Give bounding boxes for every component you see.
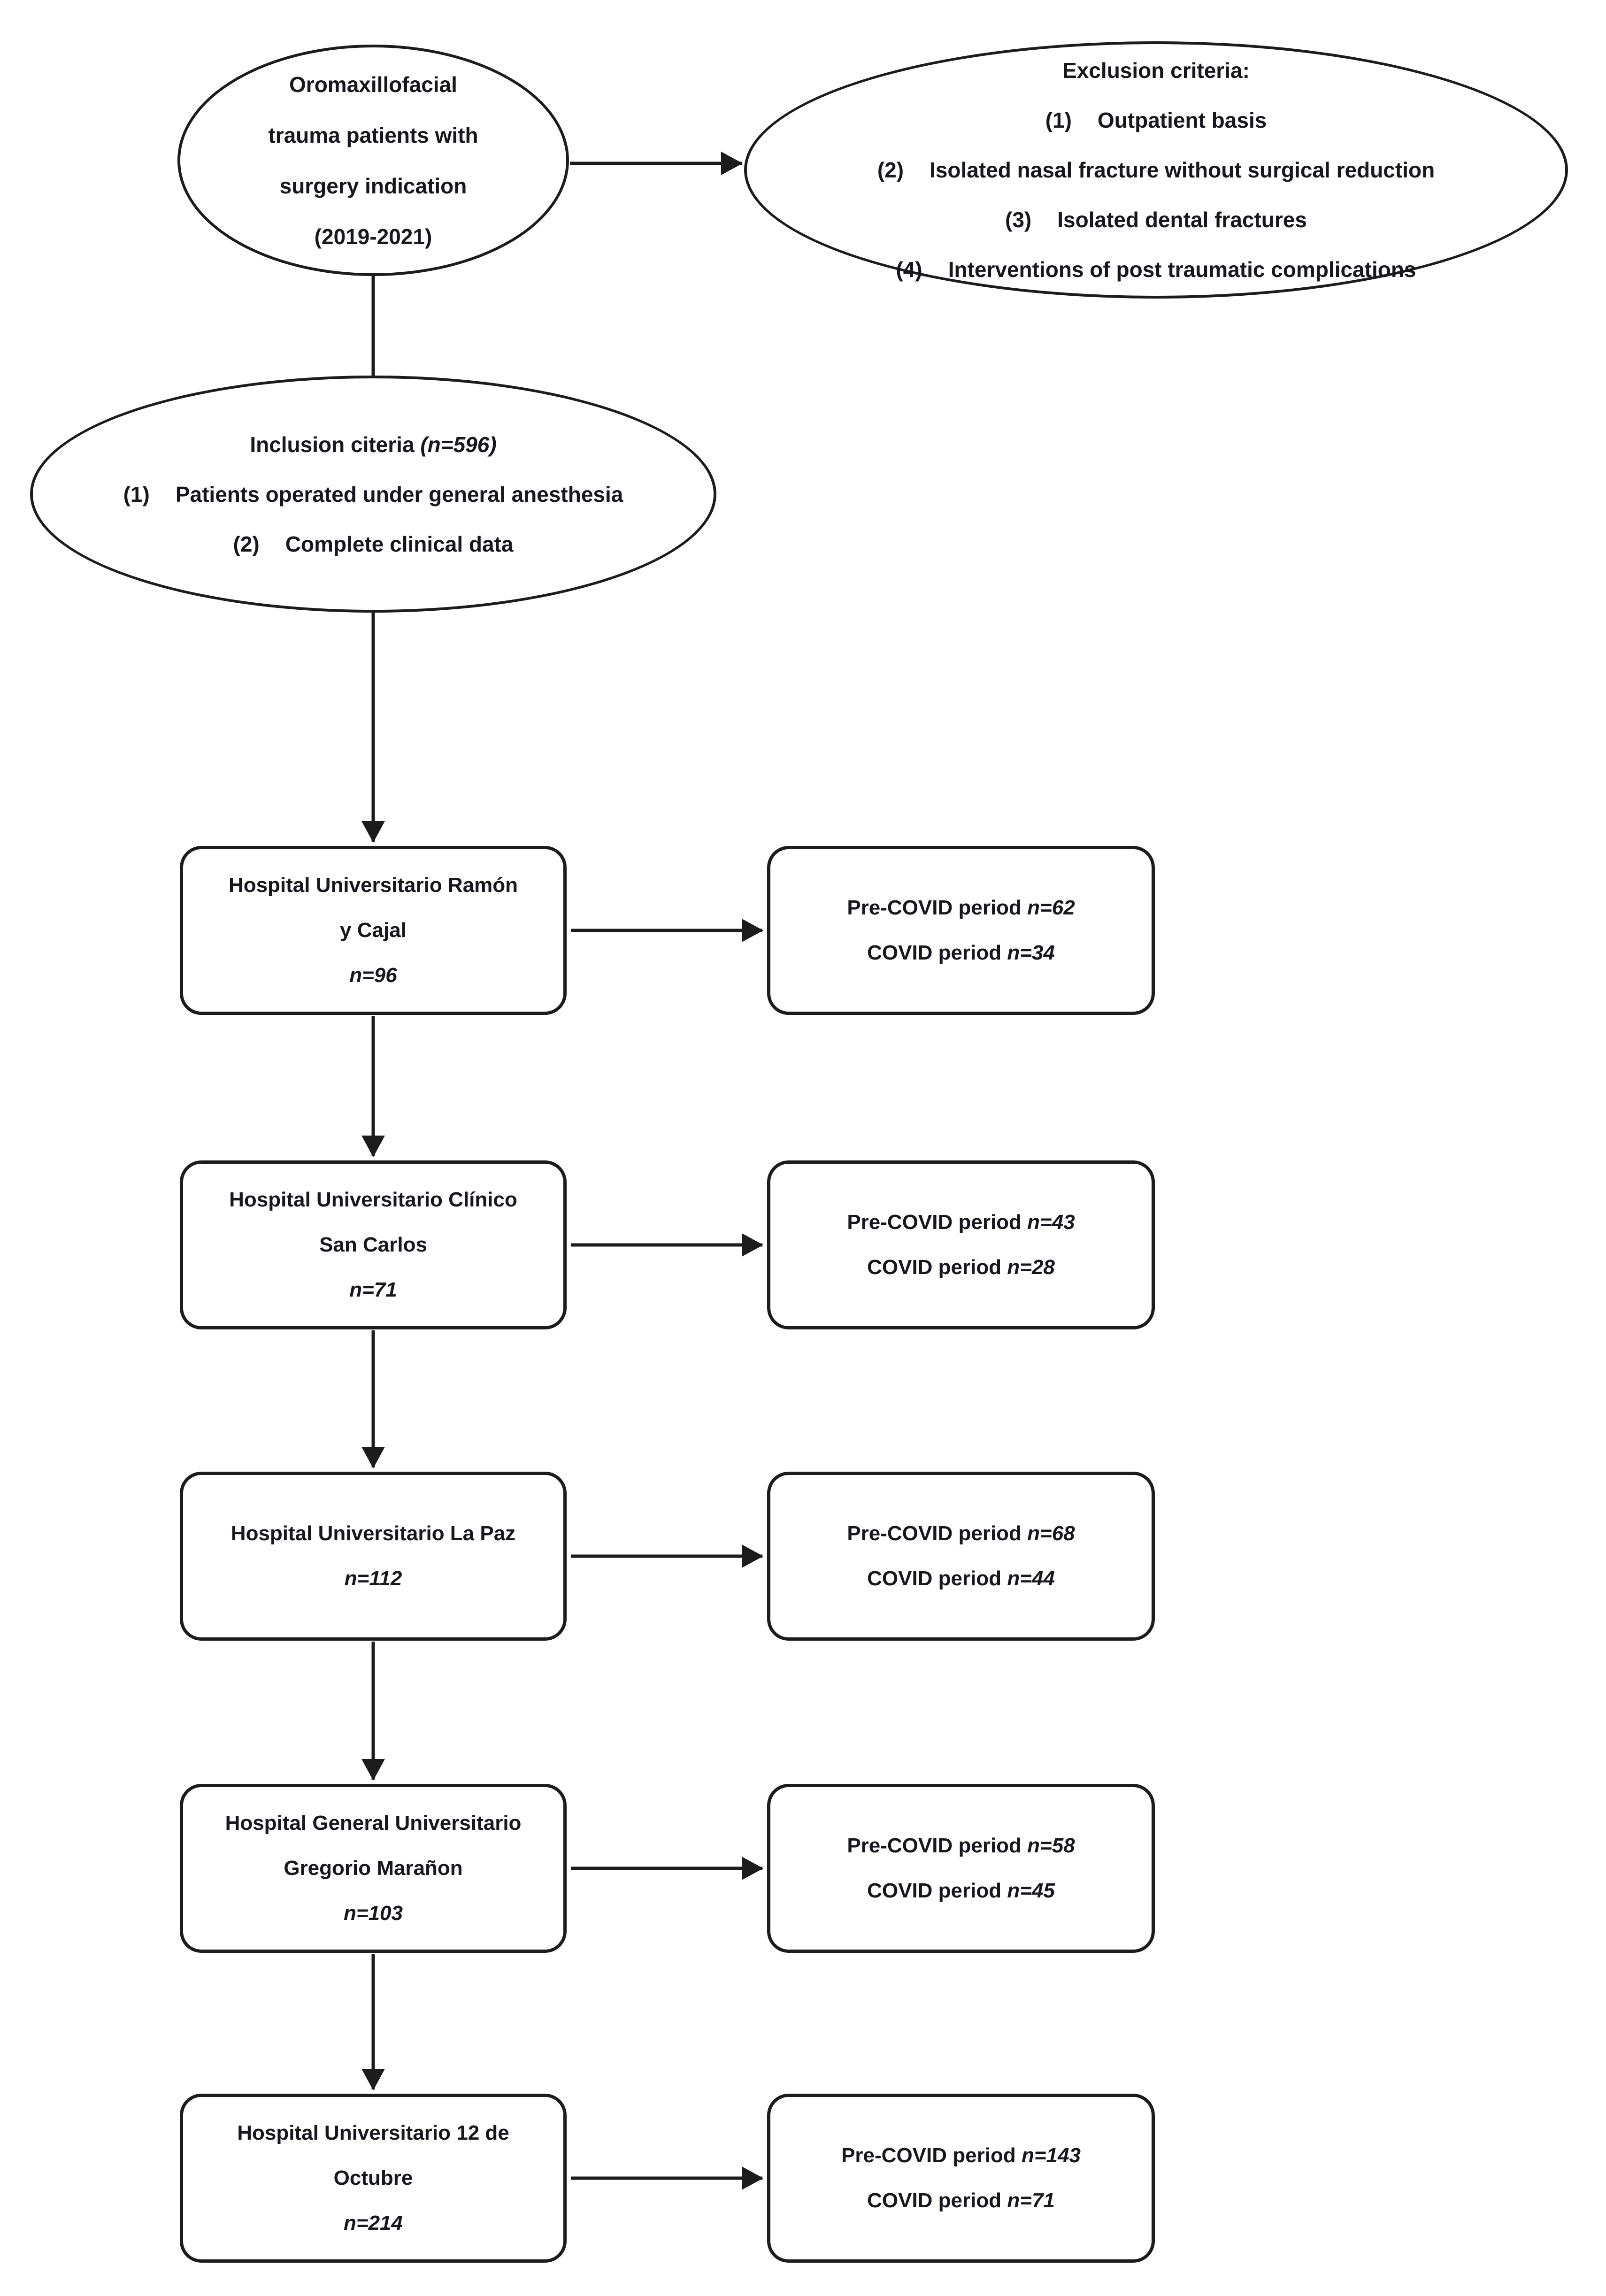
pre-covid-n: n=62: [1027, 896, 1075, 919]
covid-label: COVID period: [867, 1567, 1002, 1590]
inclusion-criteria-title: Inclusion citeria (n=596): [250, 420, 496, 469]
period-box-gregorio-maranon: Pre-COVID period n=58 COVID period n=45: [767, 1784, 1155, 1953]
exclusion-item: (3) Isolated dental fractures: [1005, 195, 1307, 245]
inclusion-item: (1) Patients operated under general anes…: [123, 469, 623, 519]
exclusion-item: (4) Interventions of post traumatic comp…: [896, 245, 1416, 294]
covid-n: n=28: [1007, 1256, 1055, 1279]
hospital-n-value: n=96: [349, 964, 397, 987]
hospital-name: Hospital Universitario Ramón y Cajal: [228, 874, 518, 942]
inclusion-item: (2) Complete clinical data: [233, 519, 514, 569]
period-box-la-paz: Pre-COVID period n=68 COVID period n=44: [767, 1472, 1155, 1641]
covid-label: COVID period: [867, 2189, 1002, 2212]
exclusion-item-text: Interventions of post traumatic complica…: [948, 257, 1416, 282]
covid-line: COVID period n=34: [867, 930, 1055, 975]
pre-covid-label: Pre-COVID period: [847, 896, 1022, 919]
inclusion-item-text: Patients operated under general anesthes…: [175, 482, 623, 507]
exclusion-item-text: Isolated dental fractures: [1057, 207, 1307, 232]
inclusion-criteria-ellipse: Inclusion citeria (n=596) (1) Patients o…: [30, 376, 716, 613]
period-box-san-carlos: Pre-COVID period n=43 COVID period n=28: [767, 1160, 1155, 1329]
pre-covid-n: n=68: [1027, 1522, 1075, 1545]
hospital-box-12-de-octubre: Hospital Universitario 12 de Octubre n=2…: [180, 2094, 567, 2263]
pre-covid-label: Pre-COVID period: [841, 2144, 1016, 2167]
covid-label: COVID period: [867, 1256, 1002, 1279]
covid-label: COVID period: [867, 1879, 1002, 1902]
pre-covid-line: Pre-COVID period n=143: [841, 2133, 1081, 2178]
inclusion-item-text: Complete clinical data: [285, 531, 514, 556]
pre-covid-n: n=43: [1027, 1211, 1075, 1234]
pre-covid-n: n=58: [1027, 1834, 1075, 1857]
pre-covid-line: Pre-COVID period n=43: [847, 1200, 1075, 1245]
period-box-ramon-y-cajal: Pre-COVID period n=62 COVID period n=34: [767, 846, 1155, 1015]
covid-line: COVID period n=71: [867, 2178, 1055, 2223]
exclusion-item-number: (2): [877, 158, 904, 182]
covid-line: COVID period n=45: [867, 1868, 1055, 1913]
covid-n: n=45: [1007, 1879, 1055, 1902]
source-population-ellipse: Oromaxillofacial trauma patients with su…: [177, 45, 569, 276]
covid-line: COVID period n=44: [867, 1556, 1055, 1601]
inclusion-title-n: (n=596): [420, 432, 497, 457]
period-box-12-de-octubre: Pre-COVID period n=143 COVID period n=71: [767, 2094, 1155, 2263]
covid-n: n=44: [1007, 1567, 1055, 1590]
pre-covid-label: Pre-COVID period: [847, 1211, 1022, 1234]
hospital-name: Hospital General Universitario Gregorio …: [225, 1812, 522, 1880]
exclusion-item: (1) Outpatient basis: [1045, 95, 1267, 145]
hospital-name: Hospital Universitario La Paz: [231, 1522, 516, 1545]
covid-n: n=71: [1007, 2189, 1055, 2212]
exclusion-item-text: Outpatient basis: [1097, 108, 1267, 132]
hospital-box-ramon-y-cajal: Hospital Universitario Ramón y Cajal n=9…: [180, 846, 567, 1015]
hospital-name: Hospital Universitario Clínico San Carlo…: [229, 1188, 517, 1256]
covid-line: COVID period n=28: [867, 1245, 1055, 1290]
hospital-n-value: n=103: [344, 1902, 403, 1925]
pre-covid-line: Pre-COVID period n=68: [847, 1511, 1075, 1556]
hospital-box-gregorio-maranon: Hospital General Universitario Gregorio …: [180, 1784, 567, 1953]
hospital-n-value: n=214: [344, 2212, 403, 2235]
pre-covid-line: Pre-COVID period n=58: [847, 1823, 1075, 1868]
source-population-text: Oromaxillofacial trauma patients with su…: [268, 72, 478, 249]
inclusion-item-number: (1): [123, 482, 150, 507]
hospital-box-la-paz: Hospital Universitario La Paz n=112: [180, 1472, 567, 1641]
hospital-n-value: n=71: [349, 1278, 397, 1301]
inclusion-title-text: Inclusion citeria: [250, 432, 415, 457]
exclusion-item-text: Isolated nasal fracture without surgical…: [930, 158, 1435, 182]
exclusion-item-number: (3): [1005, 207, 1032, 232]
pre-covid-line: Pre-COVID period n=62: [847, 885, 1075, 930]
hospital-box-san-carlos: Hospital Universitario Clínico San Carlo…: [180, 1160, 567, 1329]
hospital-n-value: n=112: [344, 1567, 402, 1590]
inclusion-item-number: (2): [233, 531, 260, 556]
pre-covid-label: Pre-COVID period: [847, 1522, 1022, 1545]
pre-covid-label: Pre-COVID period: [847, 1834, 1022, 1857]
covid-n: n=34: [1007, 941, 1055, 964]
covid-label: COVID period: [867, 941, 1002, 964]
pre-covid-n: n=143: [1021, 2144, 1081, 2167]
exclusion-criteria-ellipse: Exclusion criteria: (1) Outpatient basis…: [744, 41, 1568, 299]
exclusion-criteria-title: Exclusion criteria:: [1062, 58, 1250, 83]
exclusion-item: (2) Isolated nasal fracture without surg…: [877, 145, 1435, 195]
exclusion-item-number: (4): [896, 257, 922, 282]
exclusion-item-number: (1): [1045, 108, 1072, 132]
hospital-name: Hospital Universitario 12 de Octubre: [237, 2121, 509, 2189]
